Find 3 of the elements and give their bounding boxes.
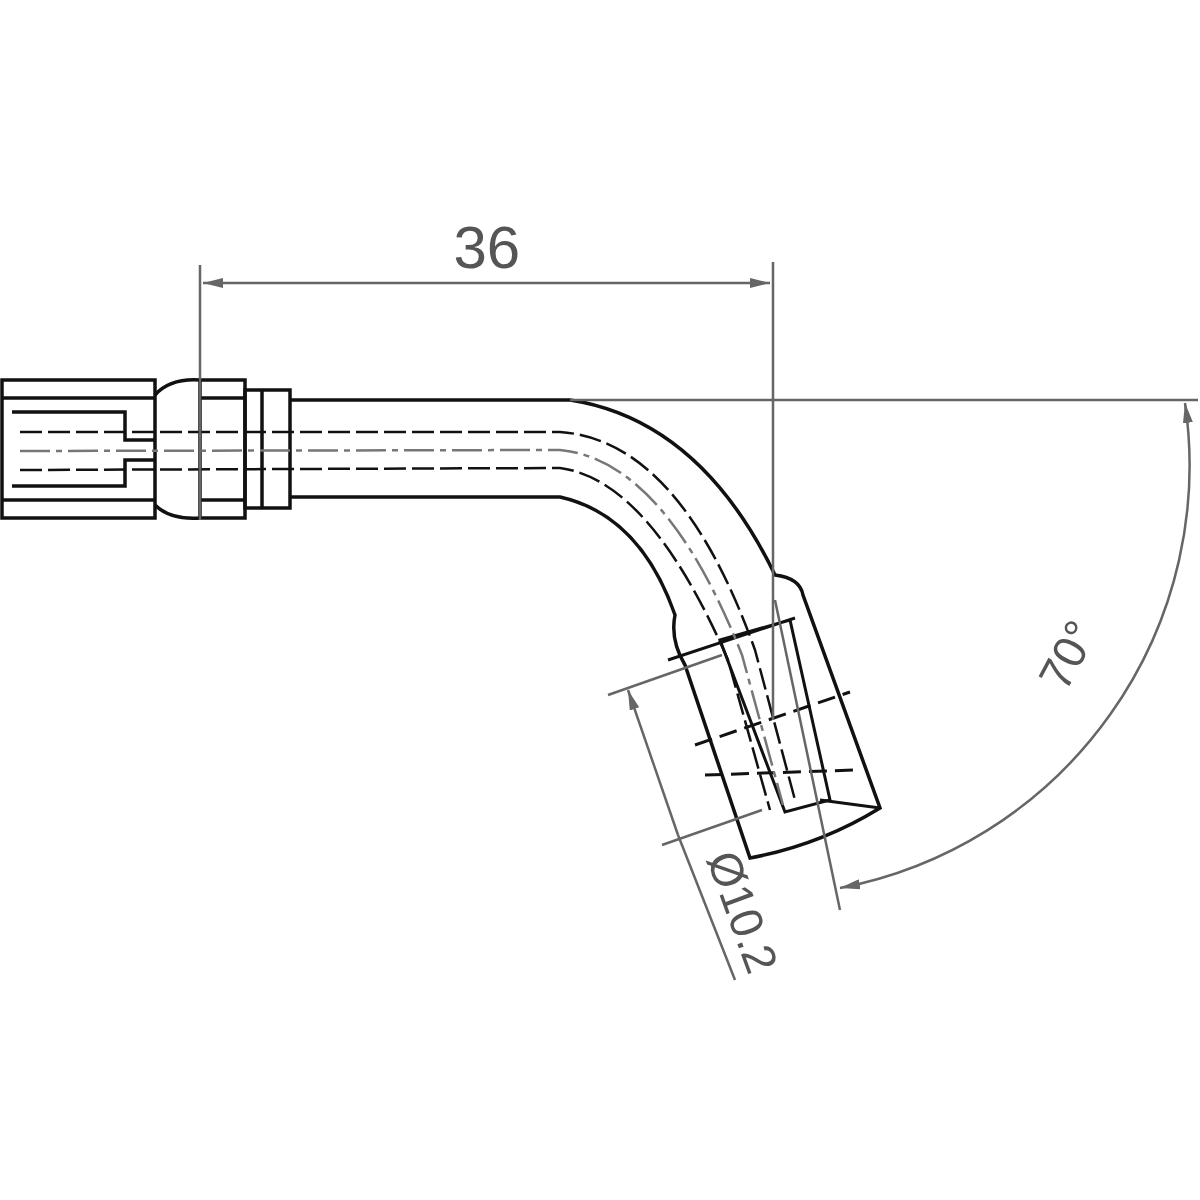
diameter-value: Ø10.2 bbox=[699, 845, 786, 979]
dimension-value: 36 bbox=[453, 218, 521, 278]
angle-value: 70° bbox=[1031, 613, 1105, 697]
